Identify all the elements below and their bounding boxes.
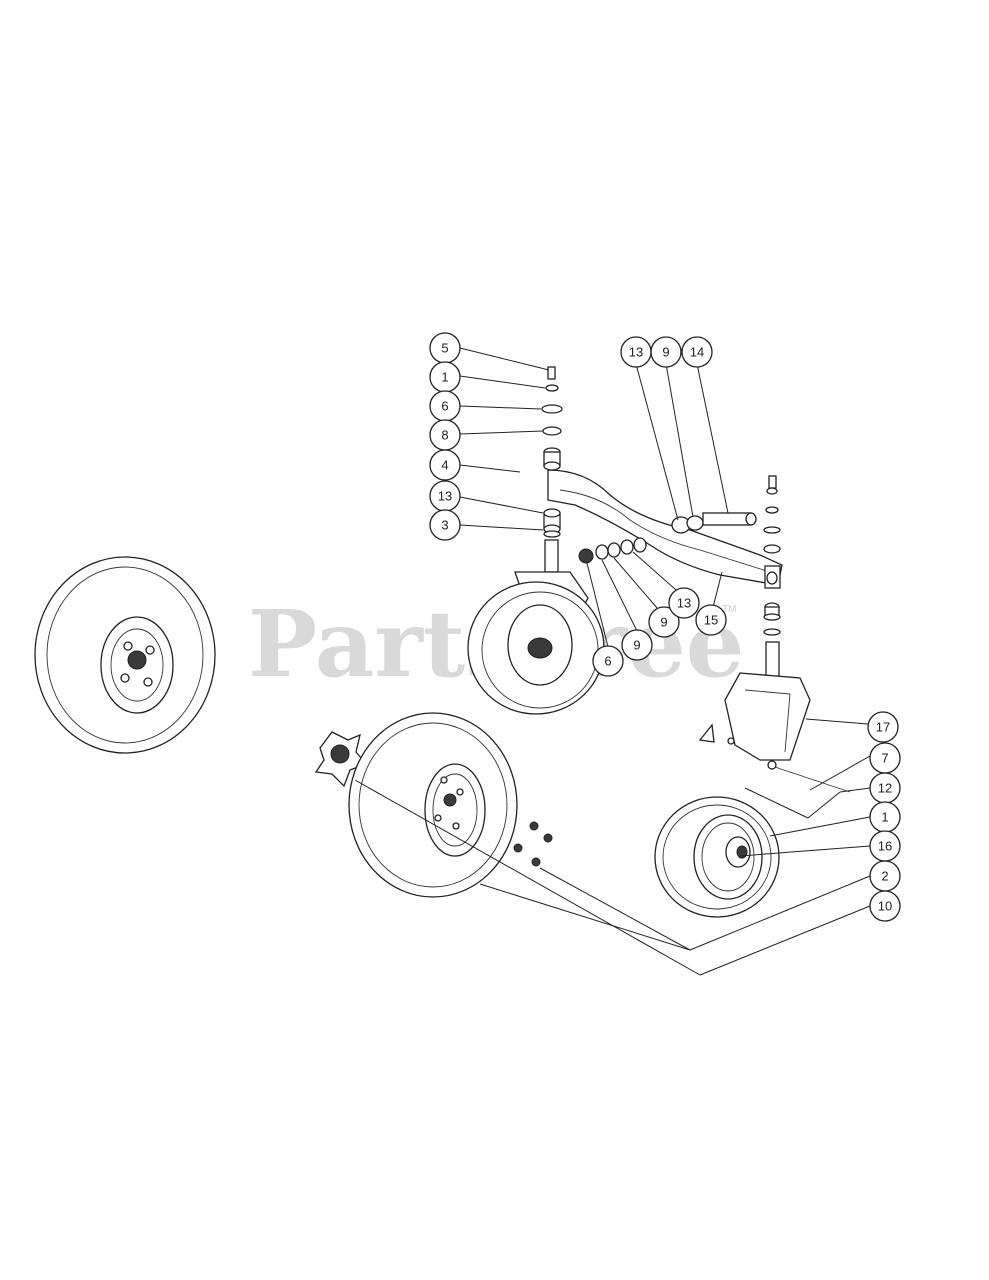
callout-16: 16	[869, 830, 901, 862]
hub	[314, 731, 368, 788]
callout-label: 9	[660, 615, 667, 630]
callout-6-mid: 6	[592, 645, 624, 677]
callout-label: 1	[441, 370, 448, 385]
callout-label: 10	[878, 899, 892, 914]
callout-label: 2	[881, 869, 888, 884]
cross-arm	[547, 469, 783, 586]
washer-stack	[578, 537, 647, 564]
callout-13: 13	[429, 480, 461, 512]
callout-3: 3	[429, 509, 461, 541]
callout-2: 2	[869, 860, 901, 892]
callout-label: 7	[881, 751, 888, 766]
callout-label: 5	[441, 341, 448, 356]
wheel-right	[654, 796, 780, 918]
watermark-trademark: TM	[722, 604, 736, 615]
callout-label: 1	[881, 810, 888, 825]
callout-label: 17	[876, 720, 890, 735]
callout-15: 15	[695, 604, 727, 636]
spindle-stack-right	[763, 475, 781, 679]
callout-label: 13	[438, 489, 452, 504]
callout-1-right: 1	[869, 801, 901, 833]
lug-nuts	[513, 821, 553, 867]
callout-label: 16	[878, 839, 892, 854]
callout-label: 6	[604, 654, 611, 669]
callout-label: 4	[441, 458, 448, 473]
callout-12: 12	[869, 772, 901, 804]
caster-fork-right	[698, 672, 851, 793]
callout-7: 7	[869, 742, 901, 774]
callout-label: 14	[690, 345, 704, 360]
callout-9-low: 9	[648, 606, 680, 638]
callout-label: 3	[441, 518, 448, 533]
callout-label: 9	[633, 638, 640, 653]
callout-9-top: 9	[650, 336, 682, 368]
callout-label: 9	[662, 345, 669, 360]
callout-10: 10	[869, 890, 901, 922]
callout-13-mid: 13	[668, 587, 700, 619]
callout-label: 8	[441, 428, 448, 443]
callout-label: 15	[704, 613, 718, 628]
loose-wheel-left	[34, 556, 216, 754]
wheel-front	[348, 712, 518, 898]
callout-label: 13	[677, 596, 691, 611]
callout-14: 14	[681, 336, 713, 368]
callout-13-top: 13	[620, 336, 652, 368]
callout-5: 5	[429, 332, 461, 364]
callout-4: 4	[429, 449, 461, 481]
callout-17: 17	[867, 711, 899, 743]
callout-1: 1	[429, 361, 461, 393]
callout-9-mid: 9	[621, 629, 653, 661]
caster-assembly-left	[467, 366, 605, 715]
callout-label: 13	[629, 345, 643, 360]
callout-label: 6	[441, 399, 448, 414]
callout-8: 8	[429, 419, 461, 451]
callout-6: 6	[429, 390, 461, 422]
callout-label: 12	[878, 781, 892, 796]
